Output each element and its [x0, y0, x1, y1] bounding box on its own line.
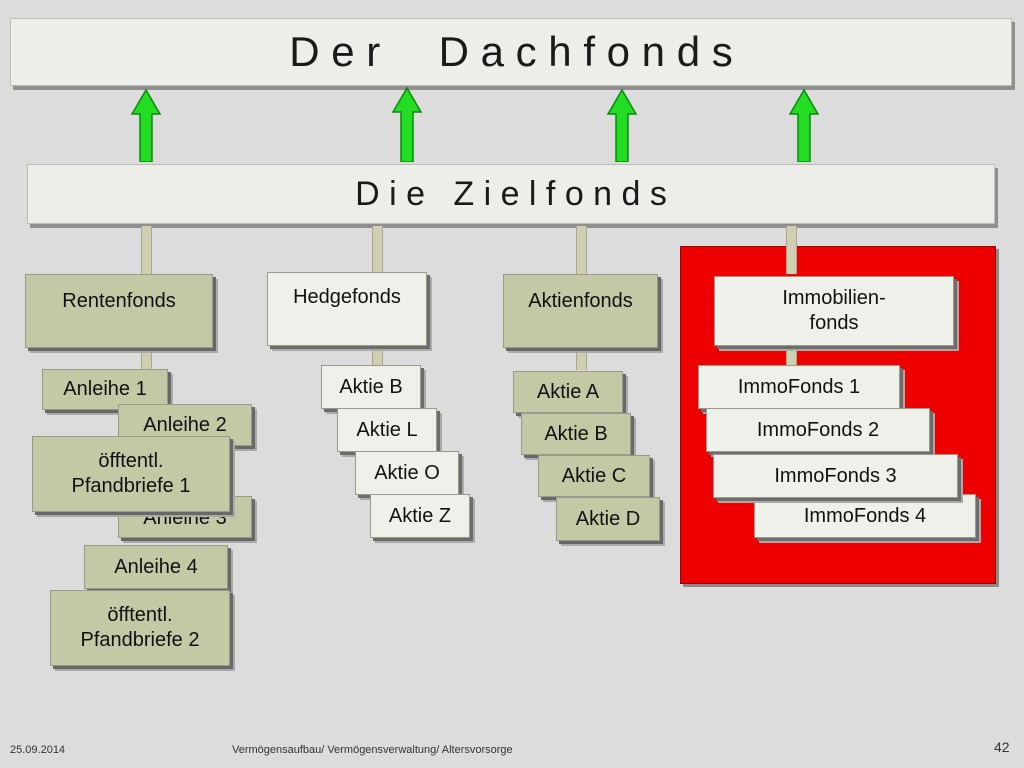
list-item: Aktie Z	[370, 494, 470, 538]
list-item: ImmoFonds 1	[698, 365, 900, 409]
list-item: Anleihe 1	[42, 369, 168, 410]
connector-hedge	[372, 226, 383, 272]
list-item: Aktie L	[337, 408, 437, 452]
list-item: öfftentl. Pfandbriefe 1	[32, 436, 230, 512]
list-item: Aktie C	[538, 455, 650, 497]
connector-immo	[786, 226, 797, 274]
zielfonds-title: D i e Z i e l f o n d s	[355, 174, 667, 213]
list-item: ImmoFonds 2	[706, 408, 930, 452]
list-item: öfftentl. Pfandbriefe 2	[50, 590, 230, 666]
dachfonds-banner: D e r D a c h f o n d s	[10, 18, 1012, 86]
zielfonds-banner: D i e Z i e l f o n d s	[27, 164, 995, 224]
connector-renten-lower	[141, 350, 152, 370]
list-item: Aktie A	[513, 371, 623, 413]
list-item: Aktie D	[556, 497, 660, 541]
connector-aktien	[576, 226, 587, 274]
list-item: ImmoFonds 4	[754, 494, 976, 538]
page-number: 42	[994, 739, 1010, 755]
category-hedgefonds: Hedgefonds	[267, 272, 427, 346]
connector-immo-lower	[786, 346, 797, 366]
footer-date: 25.09.2014	[10, 744, 66, 756]
arrow-up-icon	[788, 88, 820, 162]
connector-hedge-lower	[372, 346, 383, 366]
category-label: Aktienfonds	[528, 290, 633, 312]
category-aktienfonds: Aktienfonds	[503, 274, 658, 348]
list-item: Aktie O	[355, 451, 459, 495]
connector-renten	[141, 226, 152, 274]
footer-center-text: Vermögensaufbau/ Vermögensverwaltung/ Al…	[232, 744, 513, 756]
category-label: Rentenfonds	[62, 290, 176, 312]
page-title: D e r D a c h f o n d s	[289, 28, 733, 75]
arrow-up-icon	[606, 88, 638, 162]
arrow-up-icon	[130, 88, 162, 162]
list-item: Aktie B	[321, 365, 421, 409]
category-immobilienfonds: Immobilien- fonds	[714, 276, 954, 346]
connector-aktien-lower	[576, 350, 587, 370]
category-label: Immobilien- fonds	[782, 287, 886, 334]
arrow-up-icon	[391, 86, 423, 162]
list-item: Aktie B	[521, 413, 631, 455]
list-item: ImmoFonds 3	[713, 454, 958, 498]
category-label: Hedgefonds	[293, 286, 401, 308]
category-rentenfonds: Rentenfonds	[25, 274, 213, 348]
list-item: Anleihe 4	[84, 545, 228, 589]
